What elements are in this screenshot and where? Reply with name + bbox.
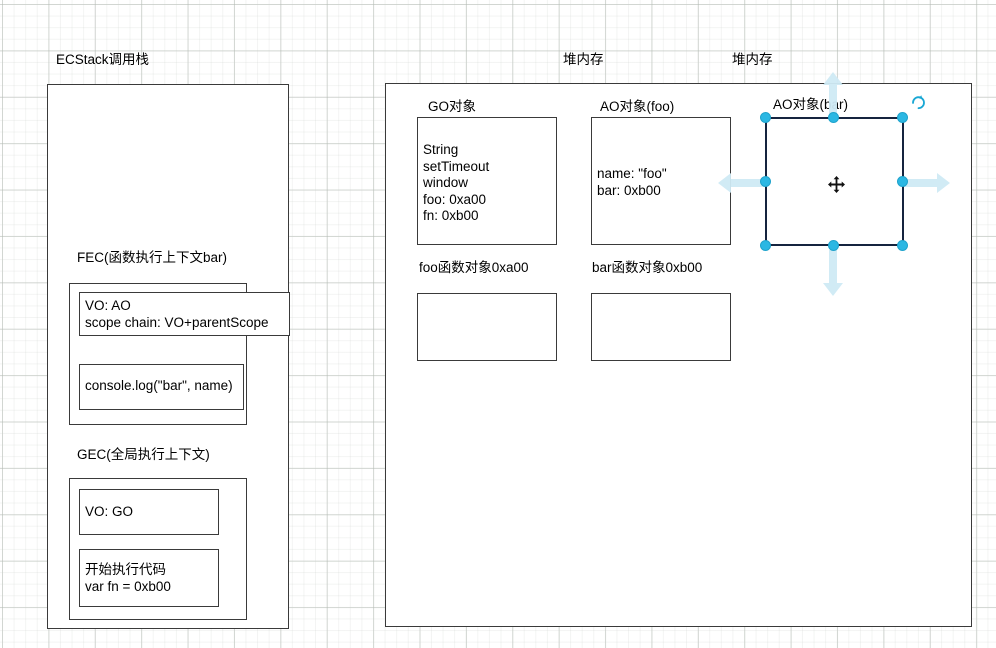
resize-arrow-down[interactable] bbox=[820, 248, 846, 296]
fec-code-box[interactable]: console.log("bar", name) bbox=[79, 364, 244, 410]
resize-handle-se[interactable] bbox=[897, 240, 908, 251]
go-object-box[interactable]: String setTimeout window foo: 0xa00 fn: … bbox=[417, 117, 557, 245]
heap-title-left: 堆内存 bbox=[563, 52, 604, 67]
gec-vo-box[interactable]: VO: GO bbox=[79, 489, 219, 535]
resize-handle-w[interactable] bbox=[760, 176, 771, 187]
foo-func-box[interactable] bbox=[417, 293, 557, 361]
bar-func-title: bar函数对象0xb00 bbox=[592, 260, 703, 275]
bar-func-box[interactable] bbox=[591, 293, 731, 361]
resize-handle-ne[interactable] bbox=[897, 112, 908, 123]
resize-arrow-up[interactable] bbox=[820, 72, 846, 120]
resize-handle-nw[interactable] bbox=[760, 112, 771, 123]
foo-func-title: foo函数对象0xa00 bbox=[419, 260, 529, 275]
move-icon[interactable] bbox=[828, 176, 845, 193]
fec-vo-text: VO: AO scope chain: VO+parentScope bbox=[85, 298, 269, 330]
resize-arrow-left[interactable] bbox=[718, 170, 766, 196]
ao-foo-title: AO对象(foo) bbox=[600, 99, 675, 114]
resize-handle-e[interactable] bbox=[897, 176, 908, 187]
go-object-content: String setTimeout window foo: 0xa00 fn: … bbox=[423, 142, 490, 224]
fec-vo-box[interactable]: VO: AO scope chain: VO+parentScope bbox=[79, 292, 290, 336]
fec-title: FEC(函数执行上下文bar) bbox=[77, 250, 228, 265]
fec-code-text: console.log("bar", name) bbox=[85, 378, 233, 393]
ao-foo-content: name: "foo" bar: 0xb00 bbox=[597, 166, 667, 198]
gec-code-box[interactable]: 开始执行代码 var fn = 0xb00 bbox=[79, 549, 219, 607]
go-object-title: GO对象 bbox=[428, 99, 477, 114]
rotate-icon[interactable] bbox=[909, 93, 928, 112]
gec-code-text: 开始执行代码 var fn = 0xb00 bbox=[85, 562, 171, 594]
ecstack-title: ECStack调用栈 bbox=[56, 52, 150, 67]
resize-handle-n[interactable] bbox=[828, 112, 839, 123]
gec-vo-text: VO: GO bbox=[85, 504, 134, 519]
resize-handle-sw[interactable] bbox=[760, 240, 771, 251]
ao-foo-box[interactable]: name: "foo" bar: 0xb00 bbox=[591, 117, 731, 245]
heap-title-right: 堆内存 bbox=[732, 52, 773, 67]
gec-title: GEC(全局执行上下文) bbox=[77, 447, 210, 462]
resize-handle-s[interactable] bbox=[828, 240, 839, 251]
resize-arrow-right[interactable] bbox=[902, 170, 950, 196]
